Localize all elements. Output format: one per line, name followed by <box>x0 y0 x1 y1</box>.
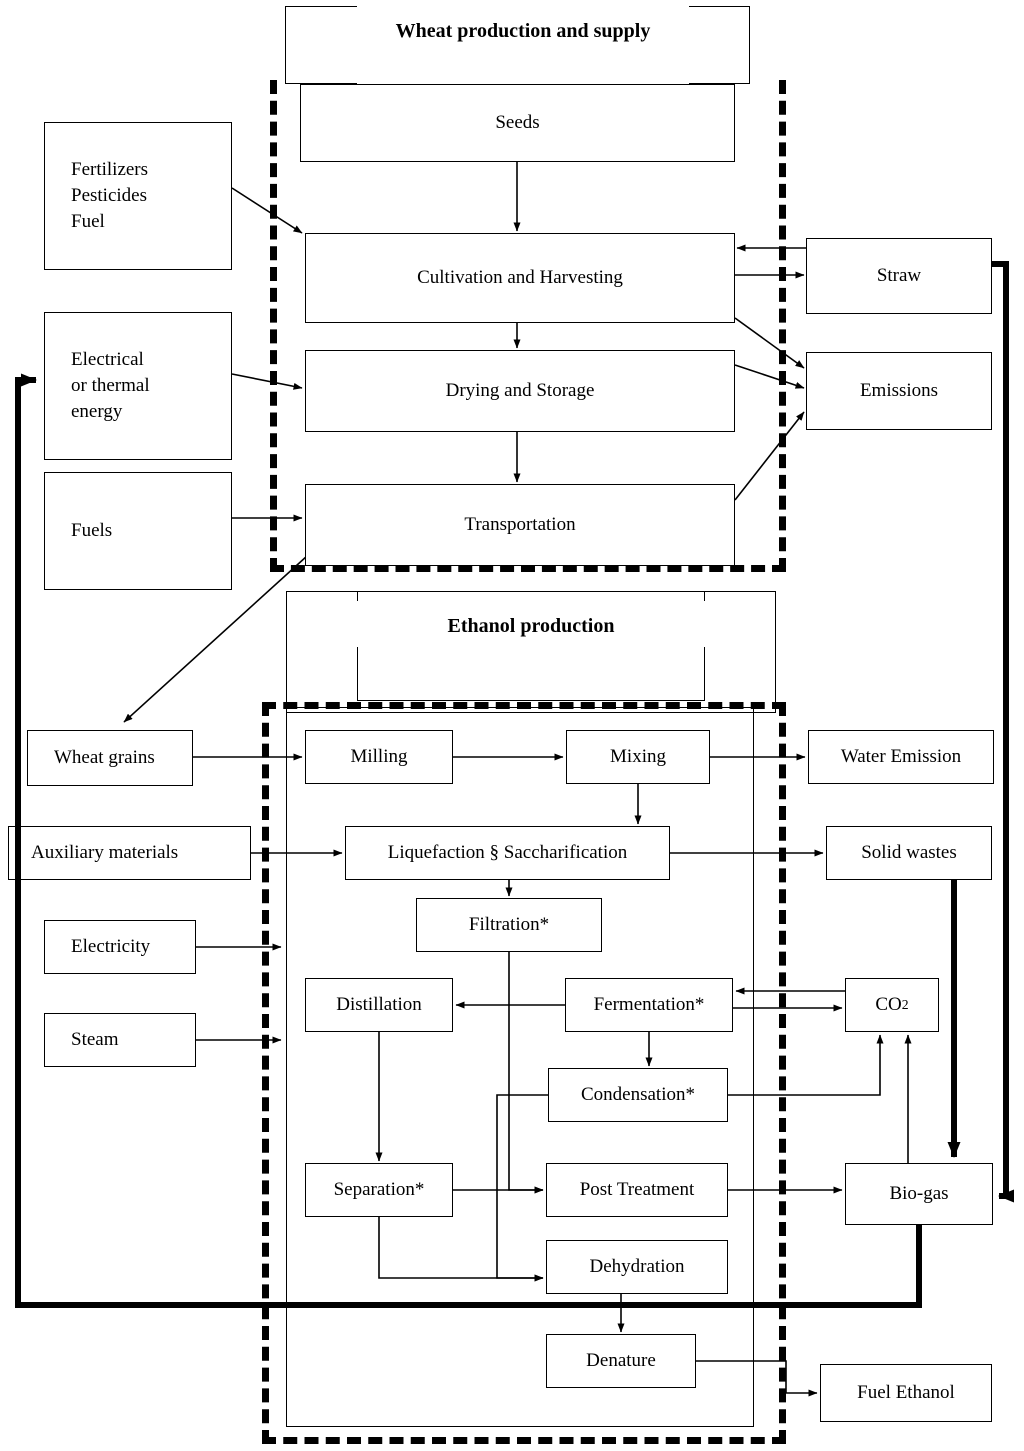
arrow-separation-to-dehydration <box>378 1217 544 1282</box>
thick-biogas-to-energy <box>15 373 922 1308</box>
fertilizers-line-2: Pesticides <box>71 184 147 206</box>
thick-straw-to-biogas <box>992 261 1014 1203</box>
node-separation[interactable]: Separation* <box>305 1163 453 1217</box>
fertilizers-line-1: Fertilizers <box>71 158 149 180</box>
node-steam[interactable]: Steam <box>44 1013 196 1067</box>
fertilizers-line-3: Fuel <box>71 211 105 233</box>
node-solid-wastes[interactable]: Solid wastes <box>826 826 992 880</box>
wheat-production-title: Wheat production and supply <box>357 6 689 84</box>
arrow-transportation-to-emissions <box>734 411 805 501</box>
wheat-production-boundary <box>270 80 786 572</box>
node-transportation[interactable]: Transportation <box>305 484 735 566</box>
node-post-treatment[interactable]: Post Treatment <box>546 1163 728 1217</box>
node-biogas[interactable]: Bio-gas <box>845 1163 993 1225</box>
node-distillation[interactable]: Distillation <box>305 978 453 1032</box>
node-wheat-grains[interactable]: Wheat grains <box>27 730 193 786</box>
node-seeds[interactable]: Seeds <box>300 84 735 162</box>
arrow-cultivation-to-emissions <box>734 317 805 369</box>
arrow-denature-to-fuel-ethanol <box>696 1360 818 1397</box>
arrow-condensation-to-dehydration <box>496 1094 548 1282</box>
node-straw[interactable]: Straw <box>806 238 992 314</box>
node-denature[interactable]: Denature <box>546 1334 696 1388</box>
node-drying-storage[interactable]: Drying and Storage <box>305 350 735 432</box>
node-cultivation-harvesting[interactable]: Cultivation and Harvesting <box>305 233 735 323</box>
ethanol-production-boundary <box>262 702 786 1444</box>
energy-line-2: or thermal <box>71 374 150 396</box>
arrow-drying-to-emissions <box>734 364 805 389</box>
co2-label: CO <box>875 993 902 1015</box>
ethanol-production-title: Ethanol production <box>357 601 705 647</box>
node-milling[interactable]: Milling <box>305 730 453 784</box>
node-fermentation[interactable]: Fermentation* <box>565 978 733 1032</box>
node-electrical-or-thermal-energy[interactable]: Electrical or thermal energy <box>44 312 232 460</box>
node-condensation[interactable]: Condensation* <box>548 1068 728 1122</box>
node-emissions[interactable]: Emissions <box>806 352 992 430</box>
co2-subscript: 2 <box>901 996 909 1012</box>
node-liquefaction-saccharification[interactable]: Liquefaction § Saccharification <box>345 826 670 880</box>
energy-line-1: Electrical <box>71 348 144 370</box>
node-fertilizers-pesticides-fuel[interactable]: Fertilizers Pesticides Fuel <box>44 122 232 270</box>
node-filtration[interactable]: Filtration* <box>416 898 602 952</box>
arrow-transportation-to-wheat-grains <box>123 555 308 723</box>
node-dehydration[interactable]: Dehydration <box>546 1240 728 1294</box>
node-fuel-ethanol[interactable]: Fuel Ethanol <box>820 1364 992 1422</box>
node-fuels[interactable]: Fuels <box>44 472 232 590</box>
node-mixing[interactable]: Mixing <box>566 730 710 784</box>
arrow-fertilizers-to-cultivation <box>231 187 303 234</box>
arrow-condensation-to-co2 <box>728 1034 884 1096</box>
node-water-emission[interactable]: Water Emission <box>808 730 994 784</box>
arrow-energy-to-drying <box>231 373 303 390</box>
energy-line-3: energy <box>71 401 123 423</box>
node-auxiliary-materials[interactable]: Auxiliary materials <box>8 826 251 880</box>
node-electricity[interactable]: Electricity <box>44 920 196 974</box>
